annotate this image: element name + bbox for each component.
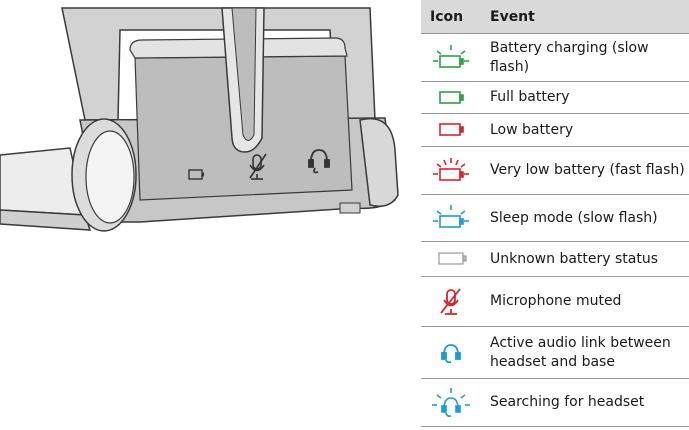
mic-muted-icon [439, 287, 461, 315]
event-label: Sleep mode (slow flash) [480, 194, 689, 242]
table-row: Unknown battery status [421, 241, 689, 277]
event-label: Searching for headset [480, 378, 689, 427]
event-column-header: Event [480, 0, 689, 34]
battery-blue-flash-icon [432, 205, 469, 228]
event-label: Unknown battery status [480, 241, 689, 277]
table-row: Very low battery (fast flash) [421, 146, 689, 195]
led-legend-table: Icon Event Battery charging (slow flash) [421, 0, 689, 427]
mic-muted-icon [249, 153, 267, 180]
battery-green-icon [438, 90, 464, 104]
battery-white-icon [437, 252, 467, 265]
event-label: Very low battery (fast flash) [480, 146, 689, 195]
icon-column-header: Icon [421, 0, 480, 34]
battery-green-flash-icon [432, 44, 469, 68]
table-row: Low battery [421, 113, 689, 147]
event-label: Low battery [480, 113, 689, 147]
event-label: Battery charging (slow flash) [480, 33, 689, 82]
headset-icon [308, 149, 330, 174]
table-row: Full battery [421, 81, 689, 114]
headset-blue-flash-icon [431, 387, 470, 417]
battery-red-flash-icon [432, 157, 469, 181]
battery-icon [188, 169, 204, 180]
table-row: Sleep mode (slow flash) [421, 194, 689, 242]
table-row: Active audio link between headset and ba… [421, 326, 689, 379]
battery-red-icon [438, 123, 464, 136]
event-label: Microphone muted [480, 276, 689, 327]
table-header-row: Icon Event [421, 0, 689, 34]
base-station-illustration [0, 7, 399, 232]
table-row: Searching for headset [421, 378, 689, 427]
event-label: Full battery [480, 81, 689, 114]
headset-blue-icon [440, 343, 461, 363]
table-row: Battery charging (slow flash) [421, 33, 689, 82]
event-label: Active audio link between headset and ba… [480, 326, 689, 379]
table-row: Microphone muted [421, 276, 689, 327]
